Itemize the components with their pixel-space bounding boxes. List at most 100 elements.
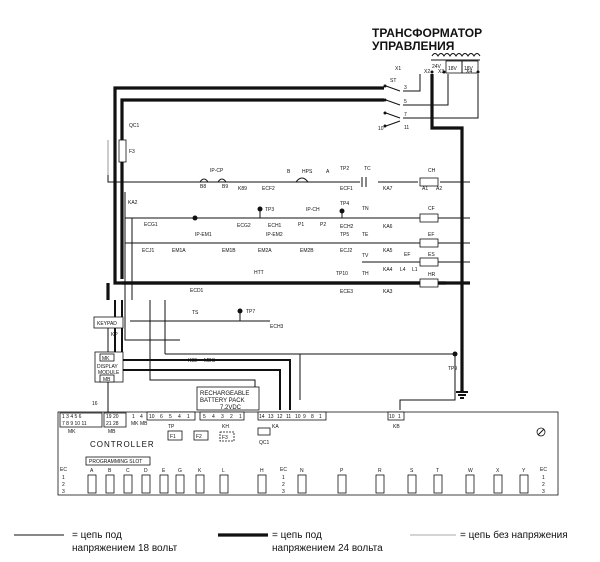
mb-row1: 19 20 <box>106 414 119 420</box>
control-transformer: 24V 18V 18V X1 X2 X3 X4 <box>395 53 481 75</box>
terminal-label-c: C <box>126 468 130 474</box>
ec-left-1: 1 <box>62 475 65 481</box>
display-label: DISPLAY <box>97 364 118 370</box>
legend-thick-line1: = цепь под <box>272 530 322 541</box>
pins-e-1: 1 <box>398 414 401 420</box>
em1a-label: EM1A <box>172 248 186 254</box>
ch-label: CH <box>428 168 436 174</box>
es-label: ES <box>428 252 435 258</box>
terminal-label-k: K <box>198 468 202 474</box>
ecg1-label: ECG1 <box>144 222 158 228</box>
ka-label: KA <box>272 424 279 430</box>
ch-a1: A1 <box>422 186 428 192</box>
pins-d-6: 8 <box>311 414 314 420</box>
terminal-label-a: A <box>90 468 94 474</box>
controller-label: CONTROLLER <box>90 440 155 449</box>
terminal-d <box>141 474 151 494</box>
ec-left-label: EC <box>60 467 67 473</box>
ece3-label: ECE3 <box>340 289 353 295</box>
ecd1-label: ECD1 <box>190 288 204 294</box>
mk-row1: 1 3 4 5 6 <box>62 414 82 420</box>
terminal-label-n: N <box>300 468 304 474</box>
ip-cp-label: IP-CP <box>210 168 224 174</box>
hr-label: HR <box>428 272 436 278</box>
kh-label: KH <box>222 424 229 430</box>
st-pin-7: 7 <box>404 112 407 118</box>
row-2: TP3 IP-CH P1 P2 TP4 TN CF ECG1 ECG2 ECH1… <box>125 201 470 230</box>
ec-mid-3: 3 <box>282 489 285 495</box>
terminal-label-y: Y <box>522 468 526 474</box>
terminal-x4: X4 <box>466 69 472 75</box>
terminal-label-g: G <box>178 468 182 474</box>
mk-label: MK <box>68 429 76 435</box>
f2-label: F2 <box>196 434 202 440</box>
terminal-e <box>159 474 169 494</box>
row-5: HTT TP10 TH HR ECD1 ECE3 KA3 <box>122 270 470 295</box>
fuse-f3-label: F3 <box>129 149 135 155</box>
pins-b-0: 10 <box>149 414 155 420</box>
ch-p1: P1 <box>298 222 304 228</box>
terminal-label-s: S <box>410 468 414 474</box>
terminal-label-r: R <box>378 468 382 474</box>
ka4-label: KA4 <box>383 267 393 273</box>
terminal-t <box>433 474 443 494</box>
pins-a-2: 4 <box>140 414 143 420</box>
ec-right-label: EC <box>540 467 547 473</box>
terminal-label-b: B <box>108 468 112 474</box>
pins-d-0: 14 <box>259 414 265 420</box>
keypad-kp: KP <box>111 332 118 338</box>
b8-label: B8 <box>200 184 206 190</box>
pins-c-3: 2 <box>230 414 233 420</box>
terminal-label-w: W <box>468 468 473 474</box>
ef2-label: EF <box>404 252 410 258</box>
ecj1-label: ECJ1 <box>142 248 154 254</box>
terminal-w <box>465 474 475 494</box>
ecj2-label: ECJ2 <box>340 248 352 254</box>
legend-thick-line2: напряжением 24 вольта <box>272 543 383 554</box>
battery-line1: RECHARGEABLE <box>200 391 249 397</box>
st-pin-5: 5 <box>404 99 407 105</box>
ip-em1-label: IP-EM1 <box>195 232 212 238</box>
legend: = цепь под напряжением 18 вольт = цепь п… <box>14 529 568 554</box>
cf-label: CF <box>428 206 435 212</box>
row-7: K88 MDS TP9 <box>165 351 458 372</box>
ef-label: EF <box>428 232 434 238</box>
pins-d-4: 10 <box>295 414 301 420</box>
tp2-label: TP2 <box>340 166 349 172</box>
em2a-label: EM2A <box>258 248 272 254</box>
f1-label: F1 <box>170 434 176 440</box>
terminal-p <box>337 474 347 494</box>
ech2-label: ECH2 <box>340 224 354 230</box>
ip-em2-label: IP-EM2 <box>266 232 283 238</box>
ts-label: TS <box>192 310 199 316</box>
pins-b-3: 4 <box>178 414 181 420</box>
terminal-label-p: P <box>340 468 344 474</box>
ec-mid-1: 1 <box>282 475 285 481</box>
kb-label: KB <box>393 424 400 430</box>
ec-right-2: 2 <box>542 482 545 488</box>
ch-a2: A2 <box>436 186 442 192</box>
ka3-label: KA3 <box>383 289 393 295</box>
ecf2-label: ECF2 <box>262 186 275 192</box>
module-label: MODULE <box>98 370 120 376</box>
pins-a-1: 1 <box>132 414 135 420</box>
terminal-label-x: X <box>496 468 500 474</box>
fuse-f3: QC1 F3 <box>118 123 140 163</box>
display-mk: MK <box>102 356 110 362</box>
terminal-label-l: L <box>222 468 225 474</box>
hps-label: HPS <box>302 169 313 175</box>
st-pin-10: 10 <box>378 126 384 132</box>
htt-label: HTT <box>254 270 264 276</box>
terminal-x1: X1 <box>395 66 401 72</box>
b9-label: B9 <box>222 184 228 190</box>
terminal-r <box>375 474 385 494</box>
terminal-label-e: E <box>162 468 166 474</box>
pins-b-1: 6 <box>160 414 163 420</box>
tp4-label: TP4 <box>340 201 349 207</box>
row-4: TV KA4 L4 L1 EF ES <box>362 252 470 273</box>
ech1-label: ECH1 <box>268 223 282 229</box>
tc-label: TC <box>364 166 371 172</box>
ka5-label: KA5 <box>383 248 393 254</box>
pins-b-2: 5 <box>169 414 172 420</box>
